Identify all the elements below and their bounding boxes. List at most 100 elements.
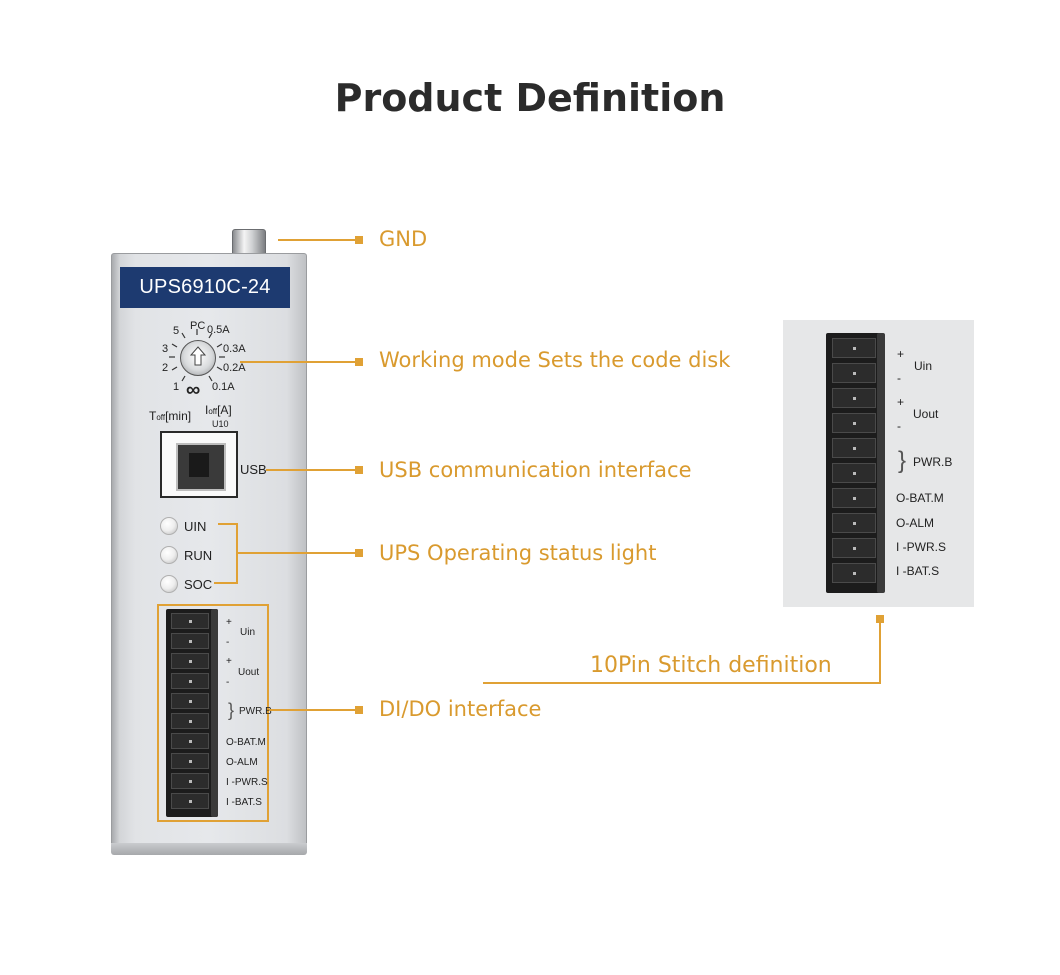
led-run-light [160,546,178,564]
led-run-label: RUN [184,547,213,563]
device-pin-contact-9 [189,780,192,783]
u10-label: U10 [212,419,229,429]
gnd-connector-line [278,239,357,241]
device-pin-contact-10 [189,800,192,803]
gnd-marker [355,236,363,244]
callout-status-light: UPS Operating status light [379,541,657,565]
zoom-pin-contact-5 [853,447,856,450]
dido-connector-line [269,709,357,711]
callout-usb: USB communication interface [379,458,692,482]
zoom-label-ipwrs: I -PWR.S [896,540,946,554]
code-disk-dial[interactable] [180,340,216,376]
dial-arrow-icon [189,346,207,366]
dial-label-3: 3 [162,343,169,355]
dial-ticks [169,329,225,382]
zoom-plus-uout: + [897,395,905,409]
usb-marker [355,466,363,474]
ioff-label: Ioff[A] [205,403,232,417]
device-pin-contact-3 [189,660,192,663]
led-uin-label: UIN [184,518,207,534]
zoom-minus-uin: - [897,371,901,385]
zoom-pin-contact-1 [853,347,856,350]
status-light-connector-line [238,552,357,554]
zoom-label-ibats: I -BAT.S [896,564,940,578]
dev-label-uin: Uin [240,627,256,638]
dial-label-1: 1 [173,381,180,393]
zoom-terminal-edge [877,333,885,593]
model-plate: UPS6910C-24 [120,267,290,308]
dial-label-02a: 0.2A [223,362,246,374]
zoom-pin-contact-8 [853,522,856,525]
device-pin-contact-6 [189,720,192,723]
callout-stitch: 10Pin Stitch definition [590,653,832,678]
dev-label-obatm: O-BAT.M [226,737,266,748]
zoom-label-obatm: O-BAT.M [896,491,944,505]
zoom-pin-contact-2 [853,372,856,375]
zoom-pin-contact-3 [853,397,856,400]
device-base [111,843,307,855]
status-light-marker [355,549,363,557]
dev-label-pwrb: PWR.B [239,706,272,717]
dial-label-01a: 0.1A [212,381,235,393]
callout-gnd: GND [379,227,428,251]
device-pin-contact-1 [189,620,192,623]
led-uin: UIN [160,516,206,536]
zoom-label-uout: Uout [913,407,939,421]
dev-label-uout: Uout [238,667,260,678]
device-pin-contact-5 [189,700,192,703]
callout-dido: DI/DO interface [379,697,542,721]
zoom-brace: } [898,447,907,474]
led-bracket-bottom [214,582,238,584]
dido-highlight-frame [157,604,269,822]
device-pin-contact-4 [189,680,192,683]
gnd-terminal [232,229,266,254]
dev-label-ipwrs: I -PWR.S [226,777,268,788]
working-mode-connector-line [240,361,357,363]
dev-minus-uout: - [226,677,230,688]
device-terminal-edge [211,609,218,817]
dial-label-pc: PC [190,320,206,332]
usb-connector-line [266,469,357,471]
usb-port-tongue [189,453,209,477]
device-pin-contact-7 [189,740,192,743]
dev-label-ibats: I -BAT.S [226,797,262,808]
dev-plus-uin: + [226,617,232,628]
dev-plus-uout: + [226,656,232,667]
device-pin-contact-2 [189,640,192,643]
zoom-label-oalm: O-ALM [896,516,935,530]
stitch-connector-riser [879,620,881,684]
usb-label: USB [240,462,267,477]
dial-label-05a: 0.5A [207,324,230,336]
dev-label-oalm: O-ALM [226,757,258,768]
zoom-label-pwrb: PWR.B [913,455,953,469]
zoom-pin-contact-10 [853,572,856,575]
dial-label-2: 2 [162,362,169,374]
stitch-connector-line [483,682,881,684]
led-bracket-top [218,523,238,525]
zoom-pin-contact-4 [853,422,856,425]
zoom-label-uin: Uin [914,359,933,373]
dev-minus-uin: - [226,637,230,648]
led-soc: SOC [160,574,212,594]
zoom-pin-contact-7 [853,497,856,500]
led-soc-light [160,575,178,593]
dial-label-03a: 0.3A [223,343,246,355]
dial-label-5: 5 [173,325,180,337]
zoom-pin-contact-6 [853,472,856,475]
led-soc-label: SOC [184,576,213,592]
toff-label: Toff[min] [149,409,192,423]
zoom-minus-uout: - [897,419,901,433]
page-title: Product Definition [334,76,726,120]
led-run: RUN [160,545,212,565]
stitch-marker [876,615,884,623]
led-bracket-side [236,523,238,583]
working-mode-marker [355,358,363,366]
led-uin-light [160,517,178,535]
dial-label-infinity: ∞ [186,379,201,401]
dev-brace: } [228,700,235,720]
dido-marker [355,706,363,714]
zoom-plus-uin: + [897,347,905,361]
callout-working-mode: Working mode Sets the code disk [379,348,731,372]
device-pin-contact-8 [189,760,192,763]
zoom-pin-contact-9 [853,547,856,550]
